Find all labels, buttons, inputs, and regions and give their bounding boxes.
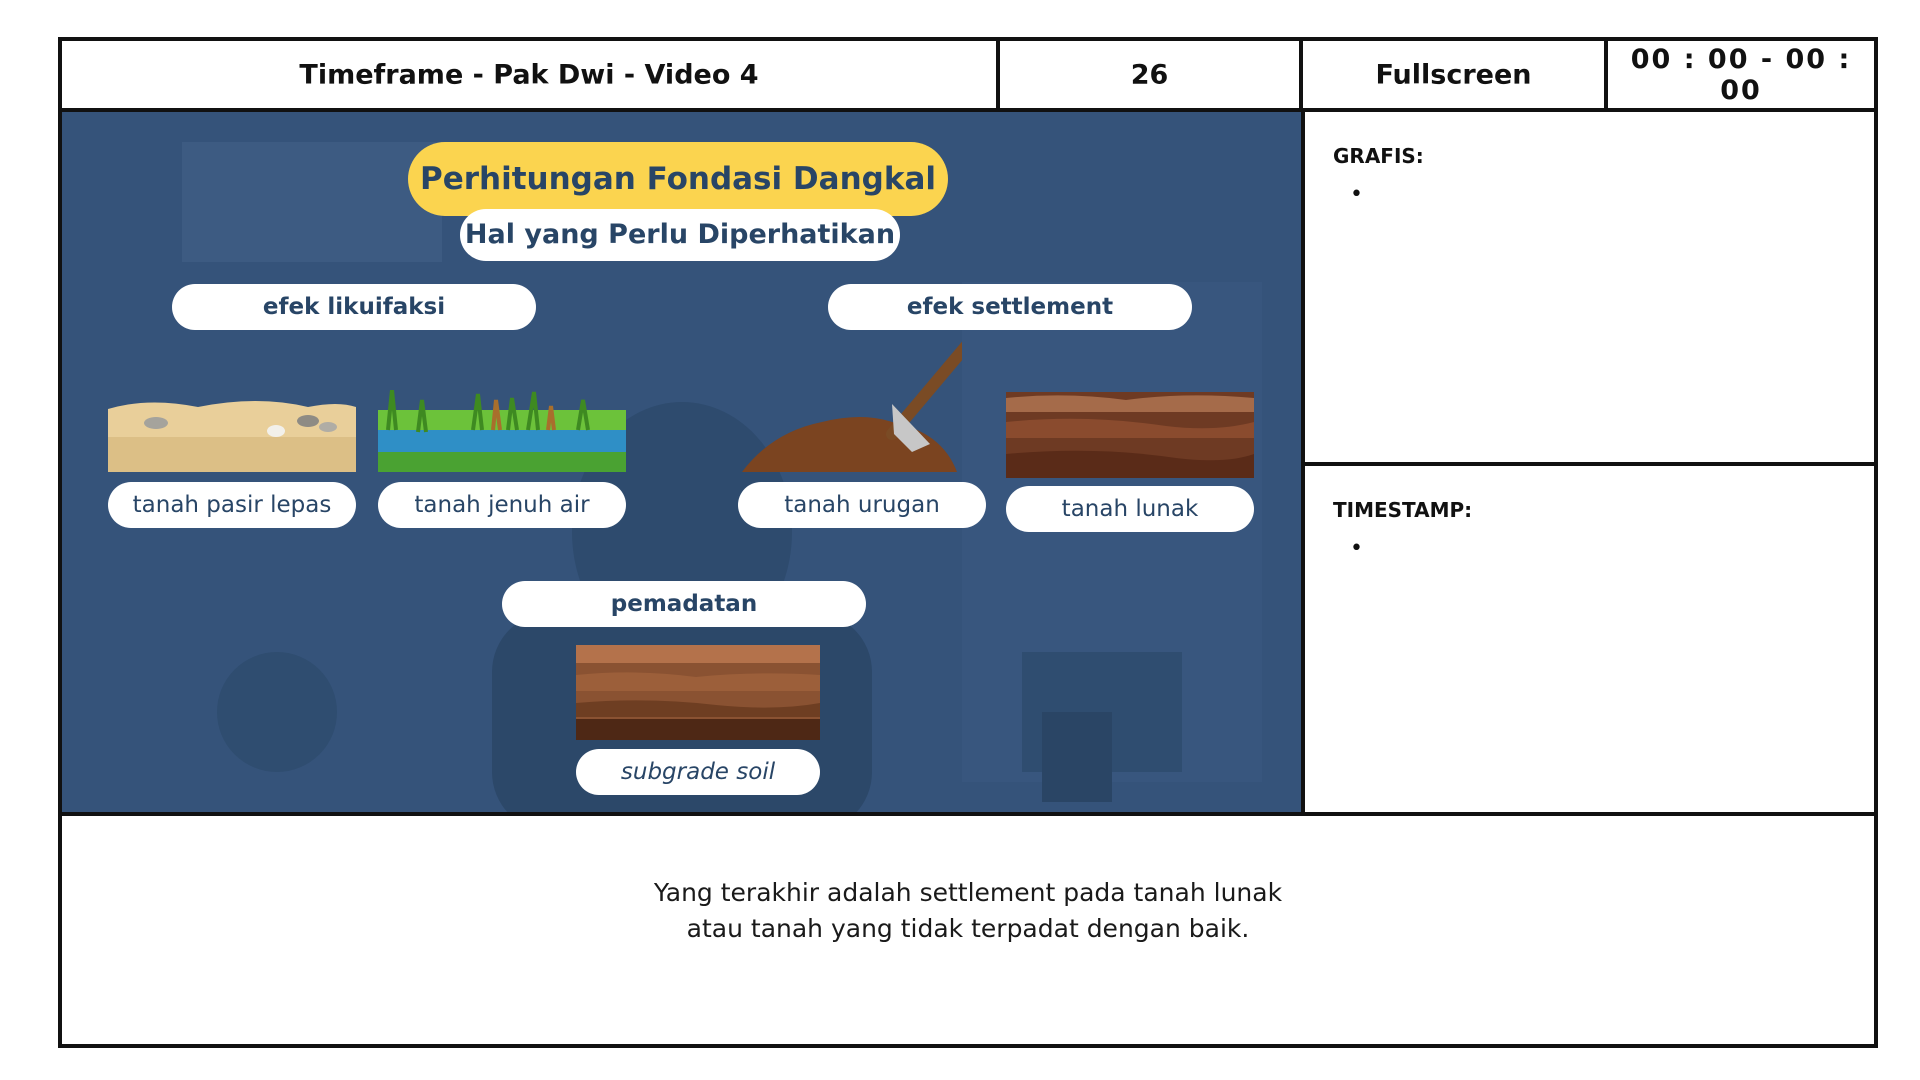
slide-subtitle-pill: Hal yang Perlu Diperhatikan <box>460 209 900 261</box>
slide-title-pill: Perhitungan Fondasi Dangkal <box>408 142 948 216</box>
soil-label-saturated: tanah jenuh air <box>378 482 626 528</box>
soil-label-text: tanah pasir lepas <box>132 492 332 518</box>
caption-line-1: Yang terakhir adalah settlement pada tan… <box>653 878 1283 907</box>
storyboard-title: Timeframe - Pak Dwi - Video 4 <box>299 59 759 90</box>
group-label-settlement: efek settlement <box>828 284 1192 330</box>
soil-label-text: tanah lunak <box>1061 496 1199 522</box>
group-label-liquefaction: efek likuifaksi <box>172 284 536 330</box>
frame-number: 26 <box>1130 59 1169 90</box>
soil-label-soft: tanah lunak <box>1006 486 1254 532</box>
soil-label-loose-sand: tanah pasir lepas <box>108 482 356 528</box>
soil-label-fill: tanah urugan <box>738 482 986 528</box>
saturated-soil-image <box>378 390 626 472</box>
header-frame-cell: 26 <box>996 37 1303 112</box>
soft-soil-image <box>1006 392 1254 478</box>
timestamp-bullet: • <box>1350 536 1363 561</box>
video-frame: Perhitungan Fondasi Dangkal Hal yang Per… <box>58 108 1305 816</box>
group-label-text: efek likuifaksi <box>262 294 446 320</box>
loose-sand-image <box>108 401 356 472</box>
soil-label-subgrade: subgrade soil <box>576 749 820 795</box>
caption-line-2: atau tanah yang tidak terpadat dengan ba… <box>686 914 1250 943</box>
slide-title: Perhitungan Fondasi Dangkal <box>420 161 936 197</box>
group-label-text: pemadatan <box>610 591 758 617</box>
soil-label-text: tanah jenuh air <box>414 492 590 518</box>
grafis-label: GRAFIS: <box>1333 144 1424 168</box>
slide-subtitle: Hal yang Perlu Diperhatikan <box>464 219 896 250</box>
header-timecode-cell: 00 : 00 - 00 : 00 <box>1604 37 1878 112</box>
group-label-text: efek settlement <box>906 294 1114 320</box>
fill-soil-image <box>742 341 962 472</box>
header-mode-cell: Fullscreen <box>1299 37 1608 112</box>
soil-label-text: tanah urugan <box>784 492 940 518</box>
narration-caption-panel: Yang terakhir adalah settlement pada tan… <box>58 812 1878 1048</box>
grafis-panel: GRAFIS: • <box>1301 108 1878 466</box>
group-label-compaction: pemadatan <box>502 581 866 627</box>
timestamp-panel: TIMESTAMP: • <box>1301 462 1878 816</box>
grafis-bullet: • <box>1350 182 1363 207</box>
timestamp-label: TIMESTAMP: <box>1333 498 1473 522</box>
display-mode: Fullscreen <box>1375 59 1532 90</box>
soil-label-text: subgrade soil <box>620 759 776 785</box>
header-title-cell: Timeframe - Pak Dwi - Video 4 <box>58 37 1000 112</box>
timecode: 00 : 00 - 00 : 00 <box>1630 43 1852 106</box>
subgrade-soil-image <box>576 645 820 740</box>
